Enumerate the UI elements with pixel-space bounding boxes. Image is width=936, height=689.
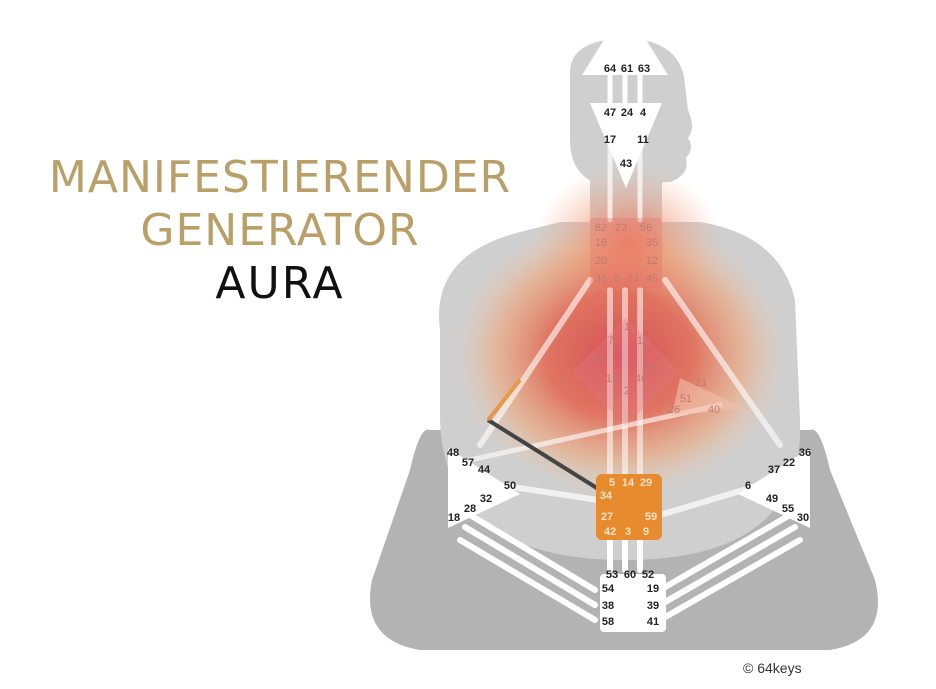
ajna-center [590, 103, 662, 188]
gate-20: 20 [595, 255, 607, 267]
title-line-2: GENERATOR [140, 205, 420, 256]
gate-15: 15 [606, 373, 618, 385]
gate-63: 63 [638, 63, 650, 75]
integration-channel-active [486, 378, 522, 422]
gate-9: 9 [643, 526, 649, 538]
gate-18: 18 [448, 512, 460, 524]
throat-center [590, 218, 662, 288]
copyright-credit: © 64keys [743, 660, 802, 676]
spleen-center [448, 448, 520, 528]
gate-14: 14 [622, 477, 635, 489]
sacral-center [596, 474, 662, 540]
gate-21: 21 [695, 377, 707, 389]
gate-11: 11 [637, 134, 649, 146]
gate-51: 51 [680, 393, 692, 405]
gate-23: 23 [615, 222, 627, 234]
gate-61: 61 [621, 63, 633, 75]
gate-33: 33 [627, 273, 639, 285]
gate-40: 40 [708, 404, 720, 416]
gate-55: 55 [782, 503, 794, 515]
centers [448, 6, 810, 632]
gate-34: 34 [600, 490, 613, 502]
gate-24: 24 [621, 107, 634, 119]
gate-5: 5 [609, 477, 615, 489]
gate-4: 4 [640, 107, 647, 119]
gate-13: 13 [637, 335, 649, 347]
gate-7: 7 [608, 335, 614, 347]
gate-30: 30 [797, 512, 809, 524]
gate-16: 16 [595, 237, 607, 249]
g-center [572, 318, 680, 426]
gate-3: 3 [625, 526, 631, 538]
gate-59: 59 [645, 511, 657, 523]
head-center [582, 6, 668, 75]
gate-2: 2 [624, 385, 630, 397]
gate-48: 48 [447, 447, 459, 459]
integration-channel [486, 418, 602, 492]
gate-19: 19 [647, 583, 659, 595]
gate-46: 46 [635, 373, 647, 385]
gate-37: 37 [768, 464, 780, 476]
solar-plexus-center [738, 448, 810, 528]
gate-62: 62 [595, 222, 607, 234]
gate-32: 32 [480, 493, 492, 505]
gate-1: 1 [624, 321, 630, 333]
gate-43: 43 [620, 158, 632, 170]
gate-39: 39 [647, 600, 659, 612]
gate-47: 47 [604, 107, 616, 119]
gate-56: 56 [640, 222, 652, 234]
gate-44: 44 [478, 464, 491, 476]
gate-38: 38 [602, 600, 614, 612]
root-center [600, 574, 666, 632]
title-line-1: MANIFESTIERENDER [48, 152, 512, 203]
gate-6: 6 [745, 480, 751, 492]
gate-labels: 64 61 63 47 24 4 17 11 43 62 23 56 16 35… [447, 63, 811, 628]
gate-41: 41 [647, 616, 659, 628]
gate-29: 29 [640, 477, 652, 489]
aura-glow [455, 165, 785, 495]
gate-12: 12 [646, 255, 658, 267]
gate-22: 22 [783, 457, 795, 469]
title-line-3: AURA [215, 258, 345, 309]
gate-49: 49 [766, 493, 778, 505]
gate-53: 53 [606, 569, 618, 581]
gate-27: 27 [601, 511, 613, 523]
gate-54: 54 [602, 583, 615, 595]
gate-45: 45 [646, 273, 658, 285]
gate-8: 8 [614, 273, 620, 285]
gate-60: 60 [624, 569, 636, 581]
gate-31: 31 [595, 273, 607, 285]
gate-36: 36 [799, 447, 811, 459]
gate-64: 64 [604, 63, 617, 75]
gate-52: 52 [642, 569, 654, 581]
channels [457, 72, 803, 623]
gate-17: 17 [604, 134, 616, 146]
gate-28: 28 [464, 503, 476, 515]
gate-26: 26 [668, 404, 680, 416]
heart-center [672, 378, 745, 416]
gate-50: 50 [504, 480, 516, 492]
gate-57: 57 [462, 457, 474, 469]
gate-35: 35 [646, 237, 658, 249]
gate-25: 25 [646, 362, 658, 374]
gate-42: 42 [604, 526, 616, 538]
gate-58: 58 [602, 616, 614, 628]
gate-10: 10 [591, 352, 603, 364]
